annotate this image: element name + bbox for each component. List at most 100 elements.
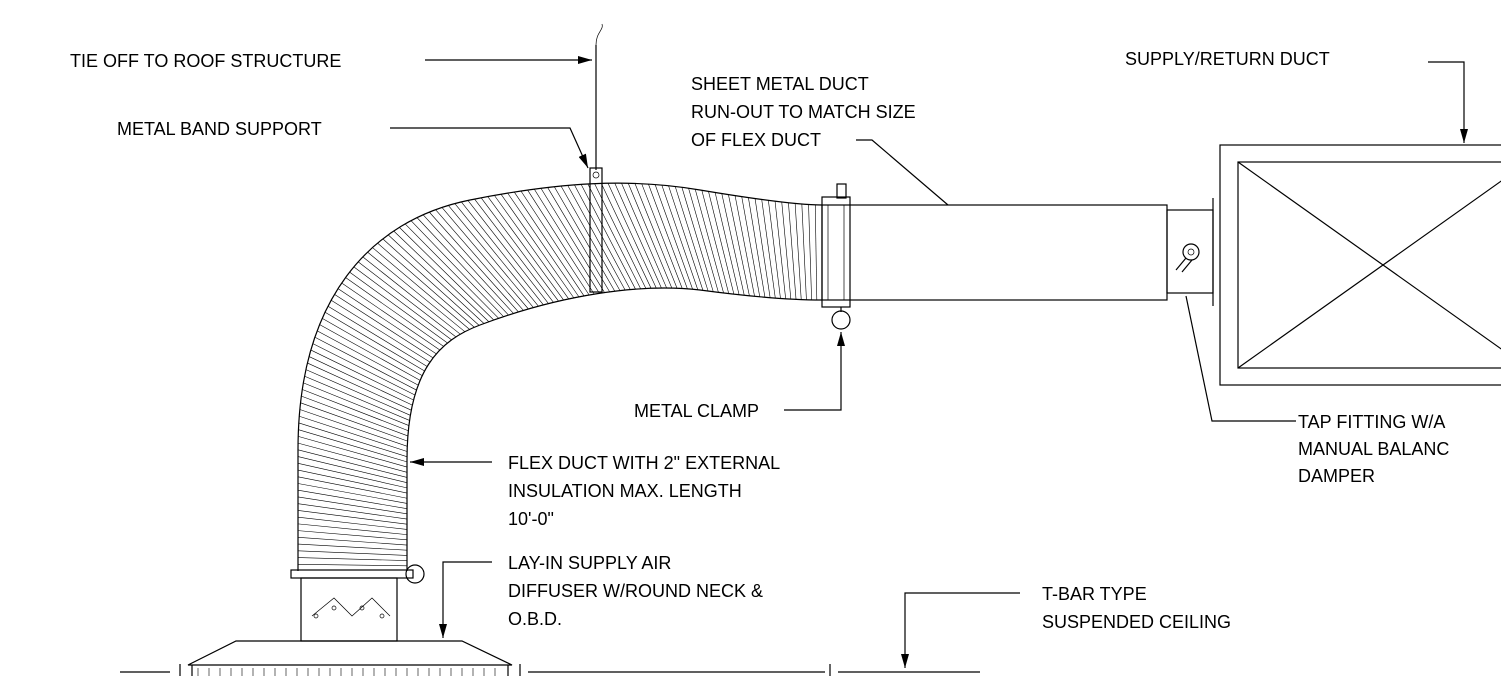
flex-rib xyxy=(309,356,413,406)
flex-rib xyxy=(367,251,466,332)
flex-rib xyxy=(494,195,569,300)
flex-rib xyxy=(322,318,423,376)
flex-rib xyxy=(527,189,595,295)
label-flex-duct-3: 10'-0" xyxy=(508,509,554,529)
flex-rib xyxy=(648,183,688,289)
diffuser-body xyxy=(187,640,513,666)
label-sheet-metal-1: SHEET METAL DUCT xyxy=(691,74,869,94)
flex-rib xyxy=(808,204,812,300)
flex-duct-top-edge xyxy=(297,182,823,571)
clamp-knob-icon xyxy=(831,310,851,330)
flex-rib xyxy=(297,563,408,567)
label-tie-off: TIE OFF TO ROOF STRUCTURE xyxy=(70,51,341,71)
flex-rib xyxy=(614,183,662,289)
flex-rib xyxy=(297,550,408,556)
main-duct-cross xyxy=(1237,161,1501,350)
leader-supply-return xyxy=(1428,61,1468,143)
leader-tbar xyxy=(901,592,1020,668)
label-tbar-1: T-BAR TYPE xyxy=(1042,584,1147,604)
label-sheet-metal-3: OF FLEX DUCT xyxy=(691,130,821,150)
flex-rib xyxy=(688,188,719,293)
flex-rib xyxy=(410,220,504,317)
flex-rib xyxy=(297,456,408,483)
collar-clamp-icon xyxy=(405,564,425,584)
flex-rib xyxy=(297,543,408,551)
flex-rib xyxy=(372,247,470,330)
label-tap-fitting-2: MANUAL BALANC xyxy=(1298,439,1449,459)
flex-duct-corrugations xyxy=(297,183,818,567)
diffuser-grille xyxy=(197,668,496,676)
label-band-support: METAL BAND SUPPORT xyxy=(117,119,322,139)
flex-rib xyxy=(297,496,408,515)
label-tbar-2: SUSPENDED CEILING xyxy=(1042,612,1231,632)
flex-rib xyxy=(794,203,802,300)
leader-diffuser xyxy=(439,561,492,638)
flex-rib xyxy=(567,185,626,291)
flex-rib xyxy=(341,282,441,351)
flex-rib xyxy=(299,415,408,452)
flex-rib xyxy=(634,183,678,289)
flex-rib xyxy=(547,187,610,293)
flex-rib xyxy=(728,194,750,296)
flex-rib xyxy=(621,183,667,289)
flex-rib xyxy=(674,186,709,292)
flex-rib xyxy=(297,530,408,541)
flex-rib xyxy=(349,271,448,344)
damper-handle xyxy=(1181,259,1193,273)
main-duct-outer xyxy=(1219,144,1501,386)
damper-pivot-icon xyxy=(313,613,319,619)
damper-pivot-icon xyxy=(359,605,365,611)
flex-rib xyxy=(761,199,776,299)
leader-sheet-metal xyxy=(856,139,949,206)
flex-rib xyxy=(454,203,539,307)
flex-rib xyxy=(345,277,444,347)
flex-rib xyxy=(304,375,410,421)
flex-rib xyxy=(461,201,544,306)
diffuser-neck xyxy=(300,577,398,642)
flex-rib xyxy=(298,436,408,468)
flex-rib xyxy=(416,217,509,316)
flex-rib xyxy=(305,369,411,416)
flex-rib xyxy=(387,234,485,324)
flex-rib xyxy=(781,201,792,300)
flex-rib xyxy=(303,382,409,426)
flex-rib xyxy=(310,349,414,401)
flex-rib xyxy=(507,192,580,298)
flex-rib xyxy=(353,266,452,341)
leader-metal-clamp xyxy=(784,332,845,411)
flex-rib xyxy=(404,223,499,319)
flex-rib xyxy=(554,186,616,292)
flex-rib xyxy=(814,204,818,300)
label-tap-fitting-1: TAP FITTING W/A xyxy=(1298,412,1445,432)
main-duct-cross xyxy=(1237,180,1501,369)
flex-rib xyxy=(327,305,428,367)
damper-hub-icon xyxy=(1187,248,1195,256)
flex-rib xyxy=(297,483,408,504)
flex-rib xyxy=(312,343,416,396)
sheet-metal-duct xyxy=(821,204,1168,301)
flex-rib xyxy=(448,205,534,308)
clamp-screw xyxy=(836,183,847,199)
flex-rib xyxy=(297,469,408,494)
flex-rib xyxy=(694,189,724,294)
flex-rib xyxy=(297,463,408,489)
flex-rib xyxy=(297,449,408,478)
flex-rib xyxy=(594,183,647,289)
damper-quadrant-icon xyxy=(1182,243,1200,261)
flex-rib xyxy=(601,183,652,289)
flex-rib xyxy=(467,200,549,304)
flex-rib xyxy=(487,196,564,301)
flex-rib xyxy=(587,183,641,289)
flex-rib xyxy=(302,389,409,432)
flex-rib xyxy=(627,183,673,289)
flex-rib xyxy=(441,207,529,310)
label-sheet-metal-2: RUN-OUT TO MATCH SIZE xyxy=(691,102,916,122)
label-diffuser-2: DIFFUSER W/ROUND NECK & xyxy=(508,581,763,601)
flex-rib xyxy=(748,197,766,298)
flex-rib xyxy=(801,204,807,300)
flex-rib xyxy=(788,202,797,300)
tap-fitting xyxy=(1166,209,1214,294)
metal-band-strap xyxy=(589,167,603,293)
damper-handle xyxy=(1175,257,1187,271)
